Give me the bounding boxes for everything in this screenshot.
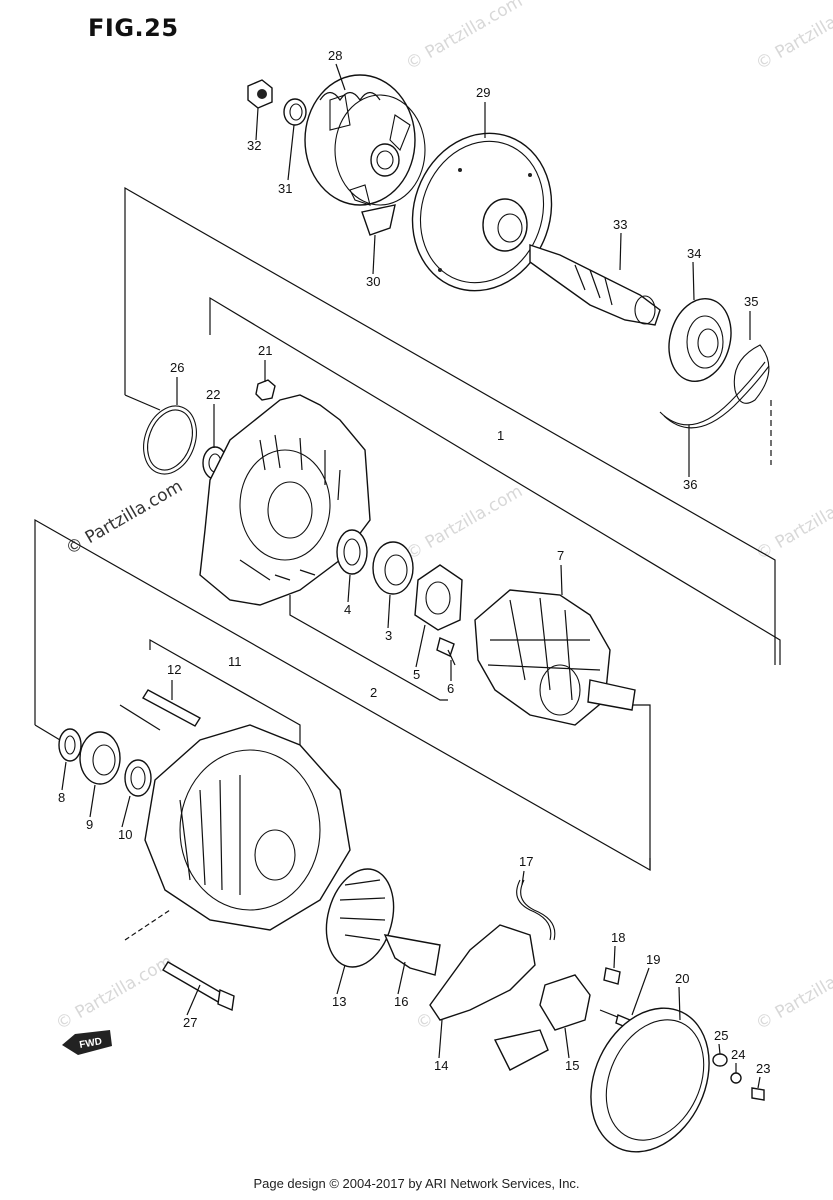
callout-10: 10 [118,827,132,842]
part-29-plate [411,132,553,292]
callout-14: 14 [434,1058,448,1073]
callout-13: 13 [332,994,346,1009]
callout-28: 28 [328,48,342,63]
callout-35: 35 [744,294,758,309]
callout-4: 4 [344,602,351,617]
watermark: © Partzilla.com [403,0,527,74]
part-23-nut [751,1087,765,1101]
callout-27: 27 [183,1015,197,1030]
part-16-bracket [383,934,441,976]
watermark: © Partzilla.com [753,951,833,1034]
watermark: © Partzilla.com [403,481,527,564]
callout-7: 7 [557,548,564,563]
part-33-shaft [529,244,661,326]
callout-8: 8 [58,790,65,805]
part-32-nut [247,79,273,109]
part-18-screw [603,967,621,985]
part-13-cover [325,868,395,968]
callout-36: 36 [683,477,697,492]
callout-17: 17 [519,854,533,869]
part-14-rectifier [429,924,549,1071]
callout-12: 12 [167,662,181,677]
fwd-label: FWD [79,1036,103,1051]
part-1-housing [199,394,371,606]
callout-9: 9 [86,817,93,832]
exploded-view-drawing: © Partzilla.com © Partzilla.com © Partzi… [34,0,833,1153]
callout-33: 33 [613,217,627,232]
part-10-seal [124,759,152,797]
figure-title: FIG.25 [88,14,179,42]
callout-22: 22 [206,387,220,402]
part-3-bearing [372,541,414,595]
callout-34: 34 [687,246,701,261]
watermark: © Partzilla.com [53,951,177,1034]
watermark: © Partzilla.com [753,481,833,564]
part-11-housing [144,724,351,931]
callout-32: 32 [247,138,261,153]
part-20-rear-cover [590,1007,710,1153]
part-6-screw [436,637,456,666]
part-21-screw [255,379,276,401]
callout-25: 25 [714,1028,728,1043]
watermark-dark: © Partzilla.com [63,476,187,559]
callout-numbers: 1 2 3 4 5 6 7 8 9 10 11 12 13 14 15 16 1… [58,48,770,1076]
callout-20: 20 [675,971,689,986]
callout-26: 26 [170,360,184,375]
callout-21: 21 [258,343,272,358]
part-27-bolt [162,961,235,1012]
part-15-regulator [539,974,591,1031]
part-28-fan [304,74,426,206]
part-34-bearing [668,297,732,383]
part-36-spring [659,361,770,429]
assembly-lines [34,186,781,941]
part-31-washer [283,98,307,126]
callout-29: 29 [476,85,490,100]
callout-23: 23 [756,1061,770,1076]
callout-5: 5 [413,667,420,682]
fwd-marker: FWD [62,1030,112,1055]
part-30-key [361,204,396,236]
part-5-plate [414,564,463,631]
part-26-o-ring [143,405,197,475]
part-17-wire [516,879,556,941]
leader-lines [61,63,761,1089]
watermark: © Partzilla.com [753,0,833,74]
callout-3: 3 [385,628,392,643]
callout-31: 31 [278,181,292,196]
part-9-bearing [79,731,121,785]
callout-24: 24 [731,1047,745,1062]
part-25-washer [712,1053,728,1067]
part-4-washer [336,529,368,575]
part-24-washer [730,1072,742,1084]
part-8-washer [58,728,82,762]
callout-18: 18 [611,930,625,945]
callout-2: 2 [370,685,377,700]
part-35-circlip [733,344,770,404]
callout-11: 11 [228,654,242,669]
callout-6: 6 [447,681,454,696]
callout-16: 16 [394,994,408,1009]
callout-1: 1 [497,428,504,443]
part-12-stud [142,689,201,727]
callout-15: 15 [565,1058,579,1073]
footer-copyright: Page design © 2004-2017 by ARI Network S… [253,1176,580,1191]
part-7-rotor [474,589,636,726]
callout-30: 30 [366,274,380,289]
callout-19: 19 [646,952,660,967]
